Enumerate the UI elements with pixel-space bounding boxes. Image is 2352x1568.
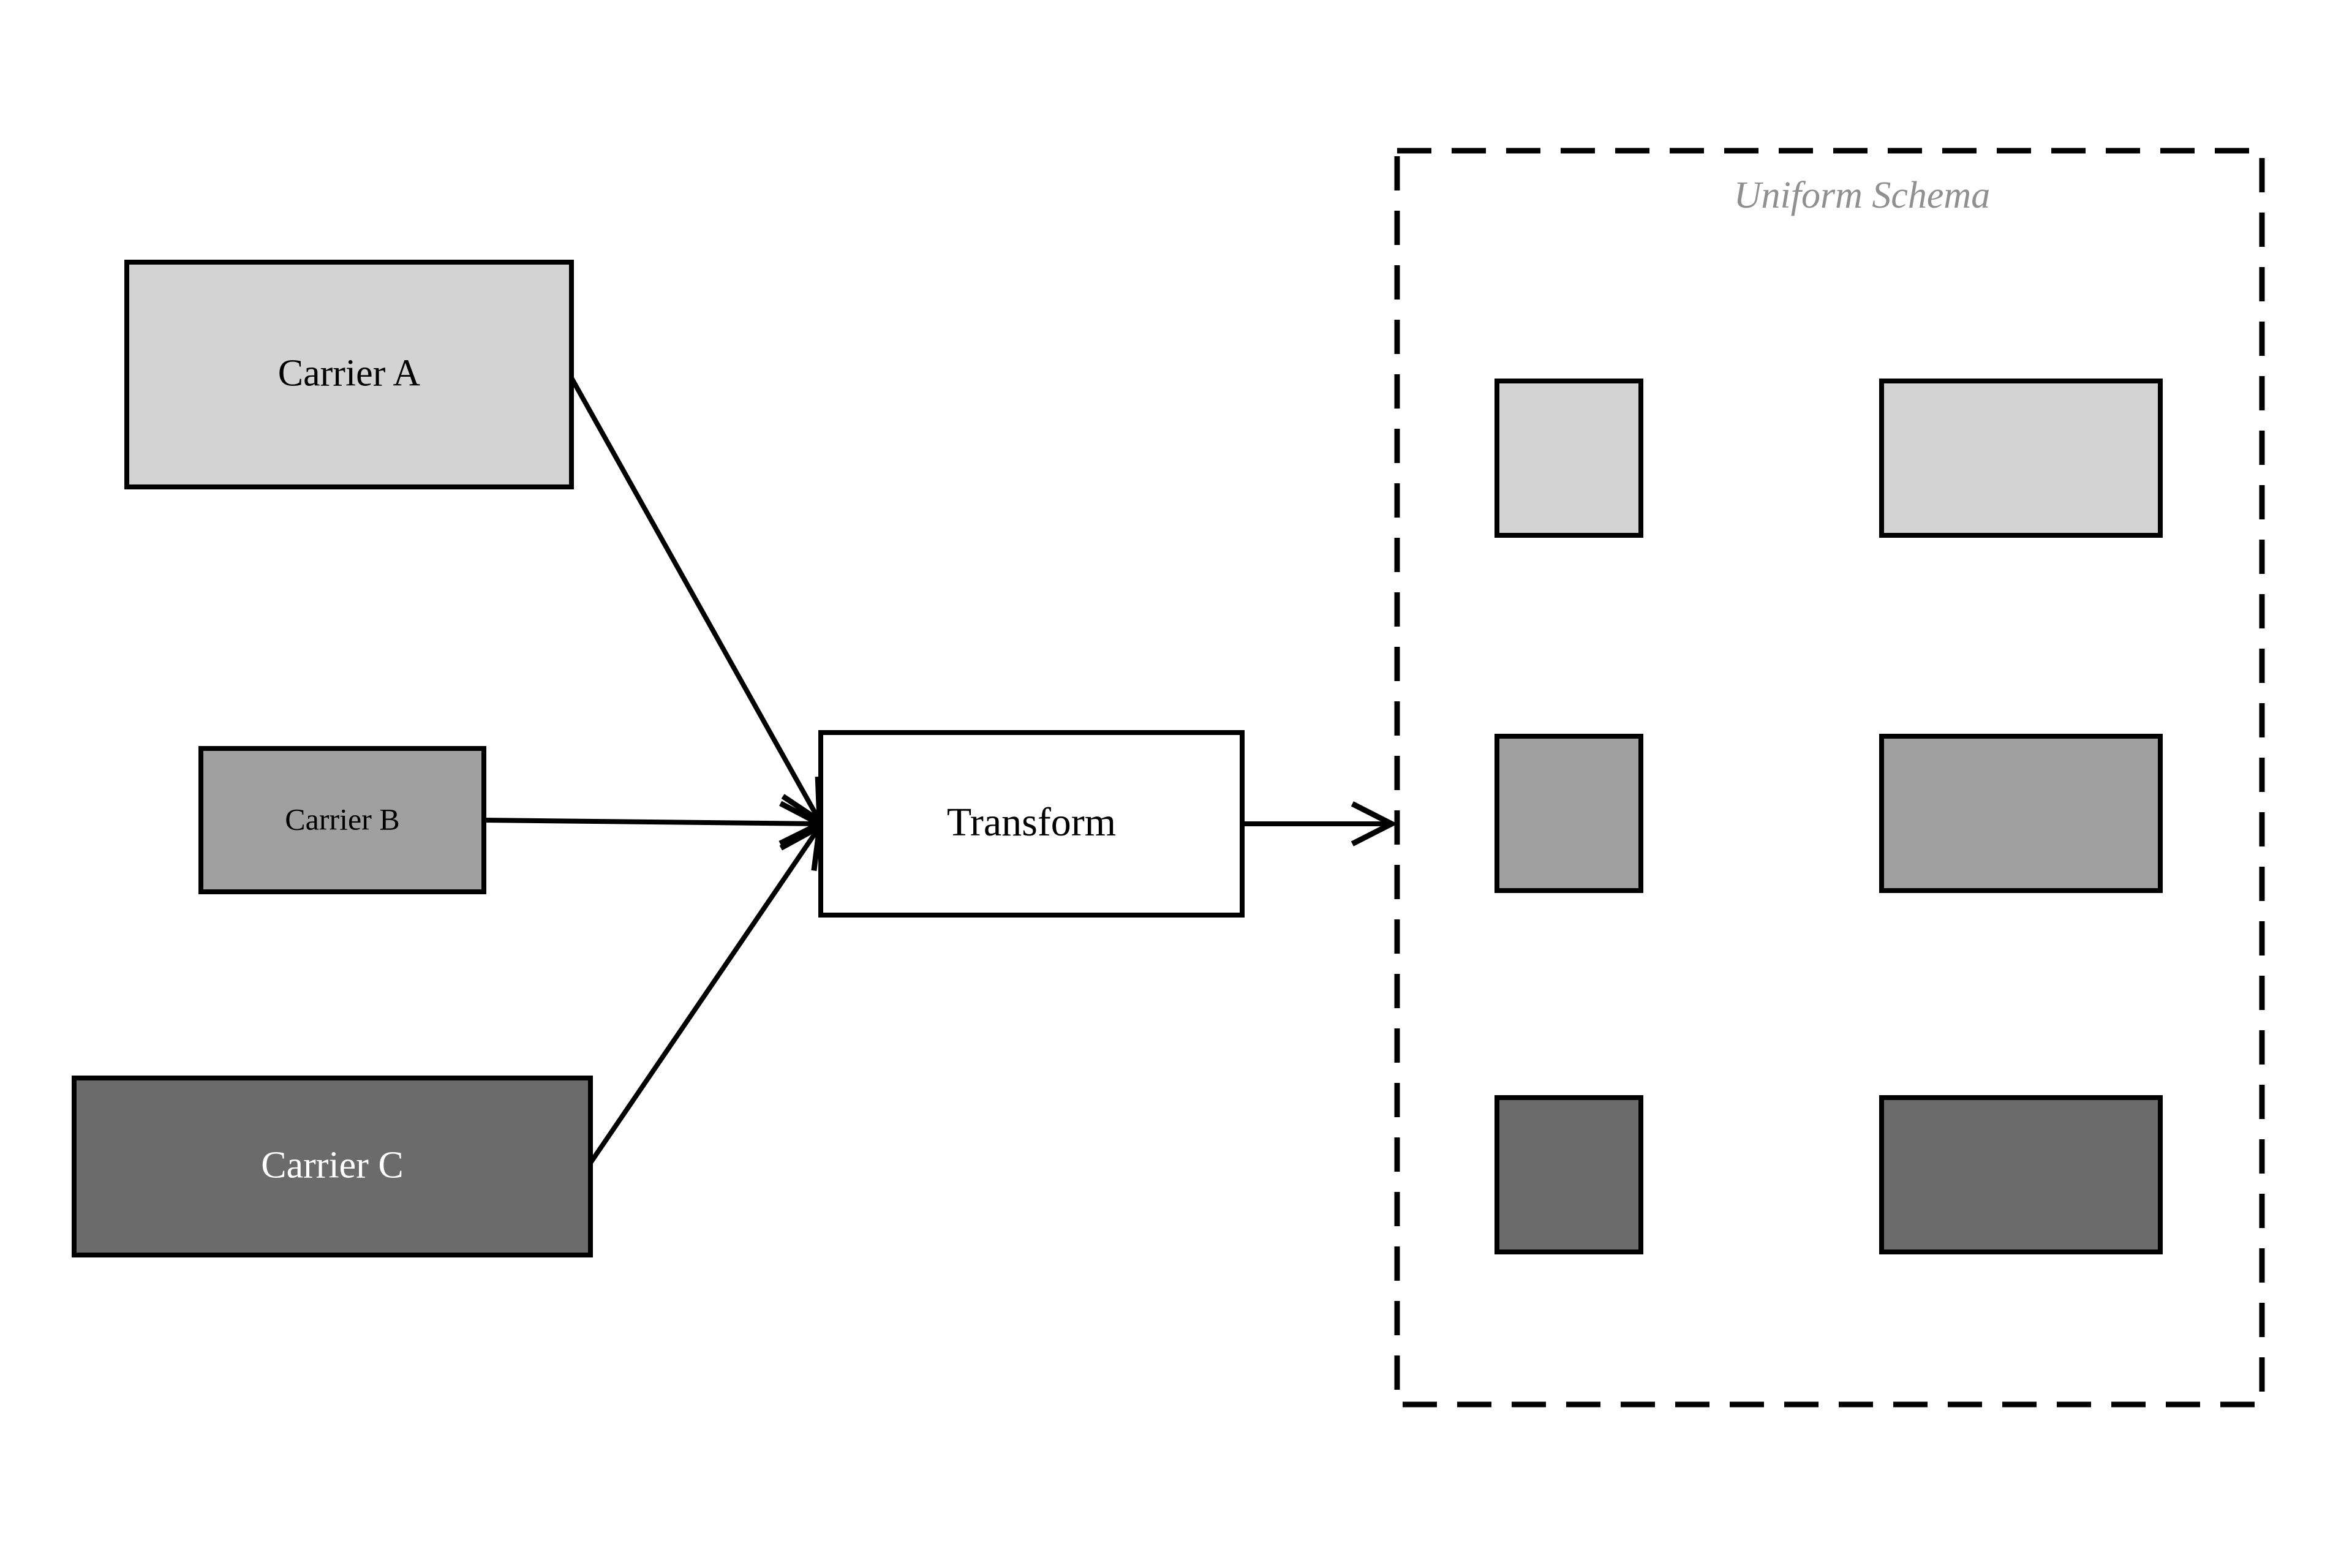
uniform-schema-label: Uniform Schema (1734, 175, 1990, 216)
carrier-node-label: Carrier A (278, 353, 421, 394)
carrier-node-box (198, 746, 486, 894)
connector-arrowhead (1351, 801, 1398, 846)
carrier-node-box (124, 260, 574, 489)
transform-node-label: Transform (947, 800, 1116, 845)
schema-field-box[interactable] (1879, 1095, 2163, 1254)
schema-field-box[interactable] (1494, 734, 1643, 893)
transform-node-box (818, 730, 1245, 918)
carrier-source-nodes: Carrier A Carrier B Carrier C (72, 260, 593, 1257)
schema-field-box[interactable] (1494, 1095, 1643, 1254)
uniform-schema-border (1394, 148, 2265, 1408)
carrier-node-label: Carrier C (261, 1145, 403, 1186)
uniform-schema-group[interactable]: Uniform Schema (1394, 148, 2265, 1408)
schema-field-box[interactable] (1879, 734, 2163, 893)
transform-node[interactable]: Transform (818, 730, 1245, 918)
carrier-node-label: Carrier B (285, 802, 399, 836)
carrier-node-c[interactable]: Carrier C (72, 1076, 593, 1257)
connector-line (569, 377, 822, 822)
schema-field-box[interactable] (1494, 379, 1643, 538)
carrier-node-a[interactable]: Carrier A (124, 260, 574, 489)
carrier-node-box (72, 1076, 593, 1257)
connector-line (587, 825, 822, 1166)
schema-field-box[interactable] (1879, 379, 2163, 538)
carrier-node-b[interactable]: Carrier B (198, 746, 486, 894)
schema-boxes-grid (1494, 379, 2163, 1254)
connector-line (484, 818, 820, 826)
